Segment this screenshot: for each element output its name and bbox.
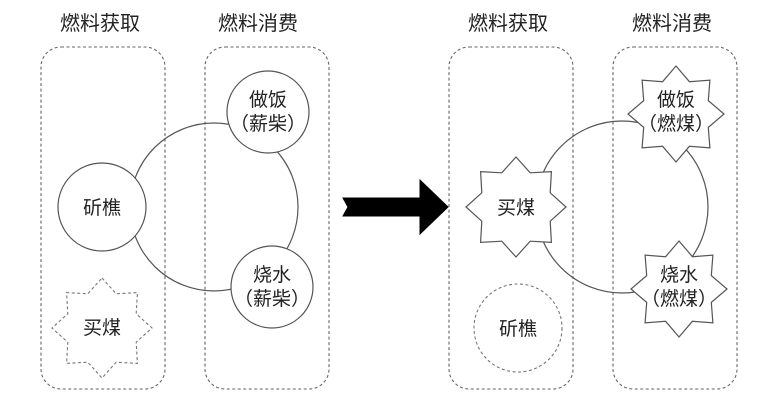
right-node-cook-sublabel: （燃煤） — [638, 113, 714, 135]
right-consume-box — [612, 46, 738, 390]
right-acquire-box — [448, 46, 574, 390]
left-node-chop-label: 斫樵 — [83, 197, 121, 219]
left-node-boil — [230, 245, 314, 329]
right-node-boil-label: 烧水 — [660, 264, 698, 286]
right-node-boil-star — [630, 240, 728, 338]
right-node-buy-label: 买煤 — [497, 197, 535, 219]
left-acquire-title: 燃料获取 — [60, 11, 140, 35]
right-node-cook-label: 做饭 — [657, 89, 695, 111]
right-acquire-title: 燃料获取 — [468, 11, 548, 35]
left-node-boil-sublabel: （薪柴） — [234, 288, 310, 310]
right-arrow-icon — [342, 178, 449, 236]
left-node-buy-label: 买煤 — [83, 317, 121, 339]
right-consume-title: 燃料消费 — [632, 11, 712, 35]
left-node-cook — [226, 70, 310, 154]
right-node-buy-star — [465, 156, 567, 258]
left-node-chop — [57, 162, 147, 252]
left-node-cook-label: 做饭 — [249, 89, 287, 111]
left-panel: 燃料获取 燃料消费 斫樵 做饭 （薪柴） 烧水 （薪柴） 买煤 — [40, 11, 330, 390]
right-node-cook-star — [627, 65, 725, 163]
right-panel: 燃料获取 燃料消费 买煤 斫樵 做饭 （燃煤） 烧水 （燃煤） — [448, 11, 738, 390]
left-acquire-box — [40, 46, 166, 390]
left-node-buy-star — [51, 277, 153, 379]
left-node-boil-label: 烧水 — [253, 264, 291, 286]
left-node-cook-sublabel: （薪柴） — [230, 113, 306, 135]
right-node-chop — [473, 283, 563, 373]
right-node-chop-label: 斫樵 — [499, 318, 537, 340]
left-consume-title: 燃料消费 — [218, 11, 298, 35]
right-node-boil-sublabel: （燃煤） — [641, 288, 717, 310]
left-consume-box — [204, 46, 330, 390]
